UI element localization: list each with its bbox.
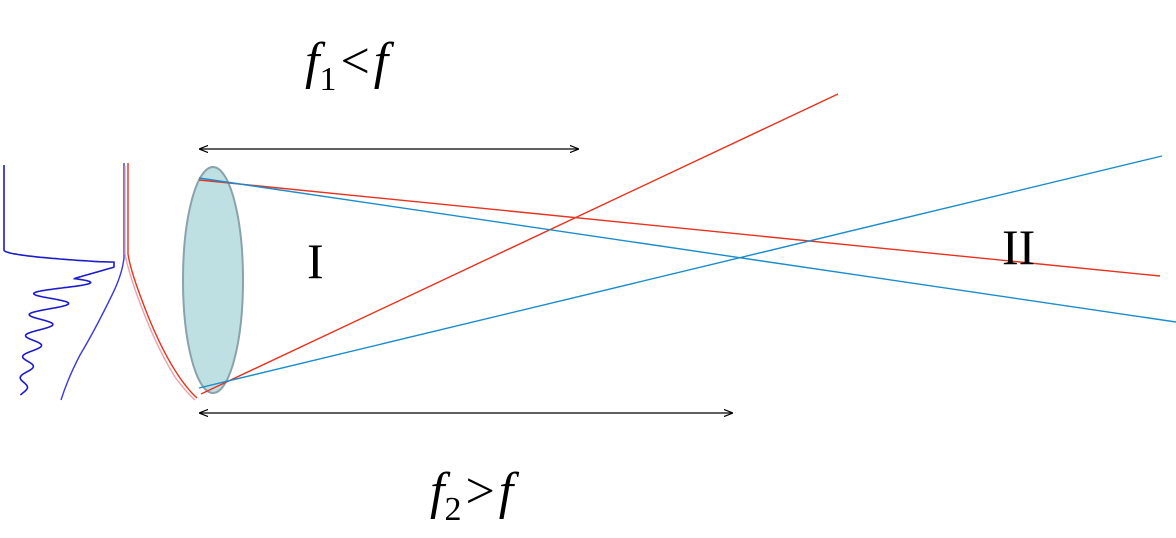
region-one-label: I — [307, 233, 324, 289]
caustic-profile-pink — [124, 166, 196, 401]
caustic-profile-red — [127, 163, 198, 399]
intensity-profile-light-blue — [60, 163, 125, 401]
blue-ray-bottom-to-up — [198, 155, 1163, 389]
region-two-label: II — [1002, 219, 1035, 275]
blue-ray-top-to-far — [198, 177, 1176, 323]
f1-label: f1<f — [305, 33, 395, 98]
intensity-profile-dark-blue — [3, 165, 115, 396]
f2-label: f2>f — [430, 463, 520, 528]
red-ray-top-to-far — [198, 179, 1161, 277]
red-ray-bottom-to-up — [200, 93, 839, 395]
lens — [182, 166, 244, 394]
